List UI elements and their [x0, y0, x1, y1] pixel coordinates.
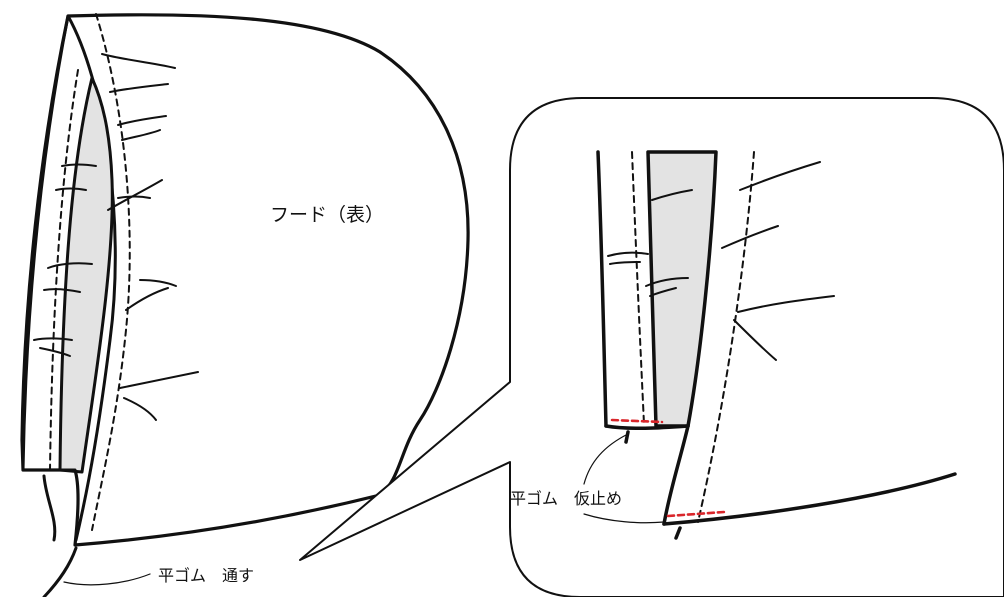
elastic-tack-label: 平ゴム 仮止め: [510, 489, 623, 508]
hood-main-view: [20, 13, 470, 597]
elastic-cord-top: [42, 474, 57, 542]
detail-band-outer-edge: [596, 150, 608, 428]
detail-stitch-hood: [697, 151, 755, 523]
tack-label-pointer: [583, 433, 629, 485]
basting-tack-bottom: [666, 510, 726, 518]
detail-hood-hem: [662, 472, 957, 526]
detail-hood-edge: [662, 424, 690, 526]
elastic-cord-bottom: [42, 546, 78, 597]
lining-strip: [58, 76, 114, 474]
tack-label-pointer-2: [583, 513, 665, 524]
hood-outline: [20, 13, 470, 547]
thread-label-pointer: [63, 573, 151, 586]
detail-fur-hatching: [607, 161, 835, 361]
detail-callout: [299, 97, 1004, 597]
basting-tack-top: [610, 418, 664, 424]
stitch-line-band: [49, 69, 79, 471]
stitch-line-hood: [91, 13, 131, 531]
hood-outer-label: フード（表）: [270, 204, 385, 226]
elastic-stub-bottom: [674, 526, 682, 540]
elastic-thread-label: 平ゴム 通す: [158, 566, 255, 585]
front-band-outer-edge: [21, 14, 70, 472]
detail-stitch-band: [631, 151, 645, 425]
detail-band-bottom: [604, 424, 690, 431]
fur-hatching: [33, 53, 199, 421]
